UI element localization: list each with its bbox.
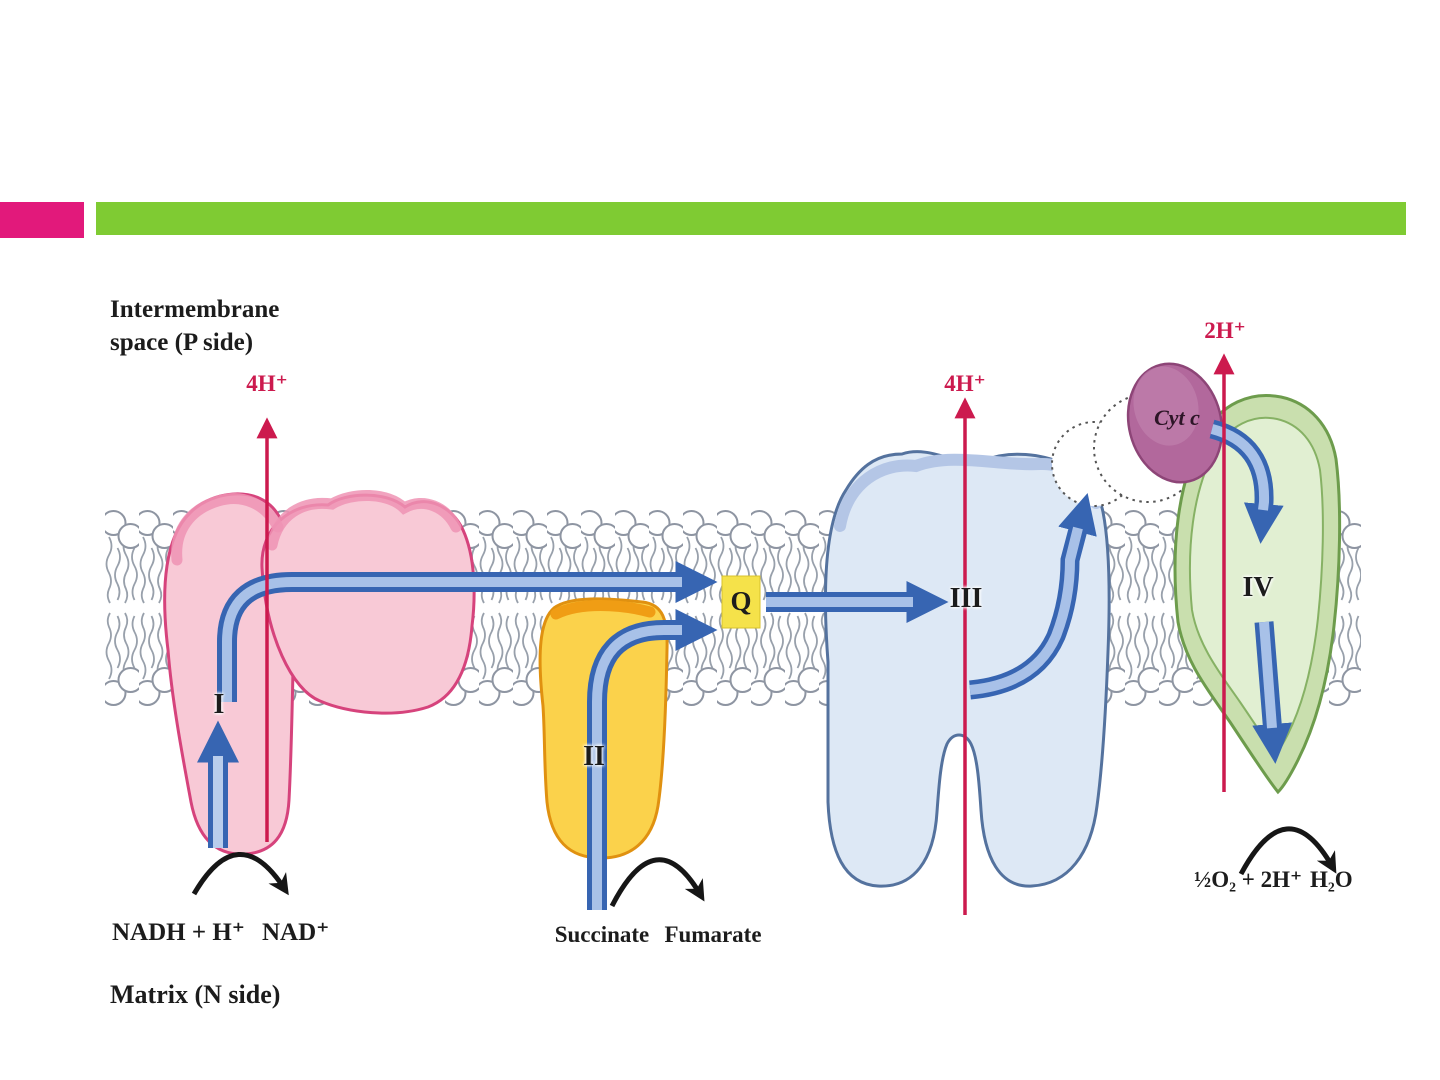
intermembrane-space-label-line1: Intermembrane — [110, 296, 280, 323]
nadh-label: NADH + H⁺ — [112, 919, 245, 946]
nad-label: NAD⁺ — [262, 919, 330, 946]
accent-bar-green — [96, 202, 1406, 235]
cytochrome-c-shape — [1126, 362, 1224, 484]
proton-pump-arrows — [256, 353, 1235, 915]
reaction-arrows — [191, 826, 1337, 908]
intermembrane-space-label-line2: space (P side) — [110, 329, 254, 356]
complex-i-label: I — [213, 689, 225, 720]
oxygen-reduction-label: ½O₂ + 2H⁺ — [1194, 867, 1303, 892]
cytochrome-c-label: Cyt c — [1154, 405, 1200, 430]
complex-iii-label: III — [949, 583, 983, 614]
proton-count-complex-iii: 4H⁺ — [944, 371, 986, 396]
accent-bar-pink — [0, 202, 84, 238]
ubiquinone-label: Q — [730, 586, 752, 616]
oxygen-to-water-arrow — [1238, 826, 1337, 876]
succinate-label: Succinate — [554, 922, 650, 947]
proton-count-complex-iv: 2H⁺ — [1204, 318, 1246, 343]
electron-flow-arrows — [197, 419, 1293, 910]
nadh-to-nad-arrow — [191, 851, 289, 896]
complex-iv-label: IV — [1242, 572, 1274, 603]
matrix-label: Matrix (N side) — [110, 980, 281, 1009]
complex-iii-shape — [823, 450, 1111, 888]
q-box — [721, 575, 761, 629]
proton-count-complex-i: 4H⁺ — [246, 371, 288, 396]
fumarate-label: Fumarate — [664, 922, 762, 947]
water-label: H₂O — [1310, 867, 1353, 892]
succinate-to-fumarate-arrow — [609, 857, 705, 908]
complex-ii-label: II — [583, 741, 605, 772]
